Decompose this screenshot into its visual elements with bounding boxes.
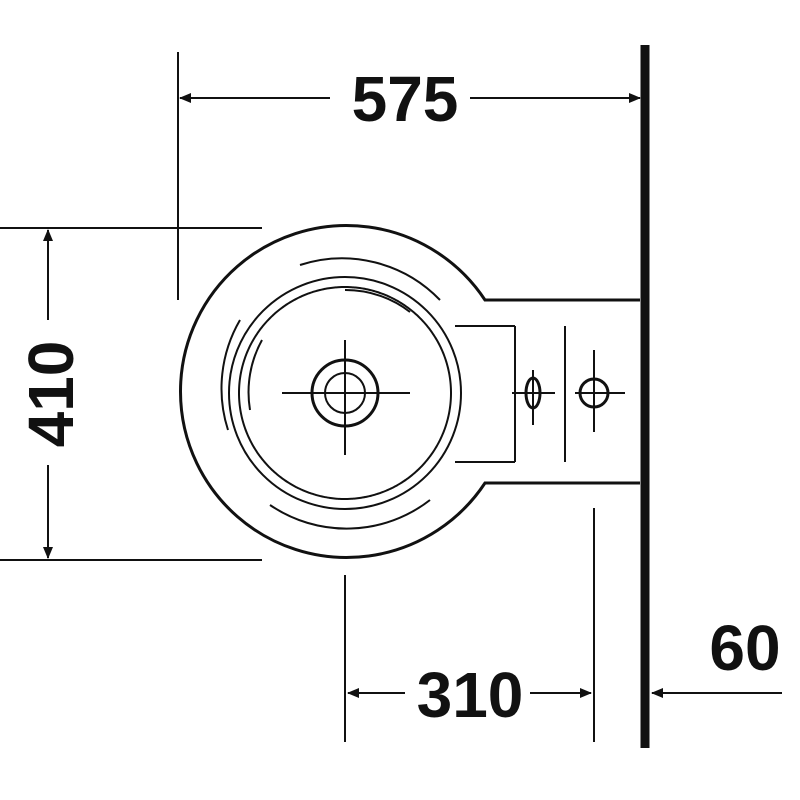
glaze-arc-left-2: [247, 339, 263, 411]
drain-outer: [310, 358, 380, 428]
dimension-label-575: 575: [352, 63, 459, 135]
dimension-label-60: 60: [709, 612, 780, 684]
bowl-inner-rim-2: [238, 286, 452, 500]
dimension-label-310: 310: [417, 659, 524, 731]
glaze-arc-top: [299, 257, 441, 301]
bowl-inner-rim: [228, 276, 462, 510]
glaze-arc-left: [220, 319, 241, 431]
dimension-label-410: 410: [15, 341, 87, 448]
drain-inner: [324, 372, 366, 414]
glaze-arc-top-2: [344, 288, 411, 313]
glaze-arc-bottom: [269, 499, 431, 530]
bowl-outline: [178, 224, 640, 559]
